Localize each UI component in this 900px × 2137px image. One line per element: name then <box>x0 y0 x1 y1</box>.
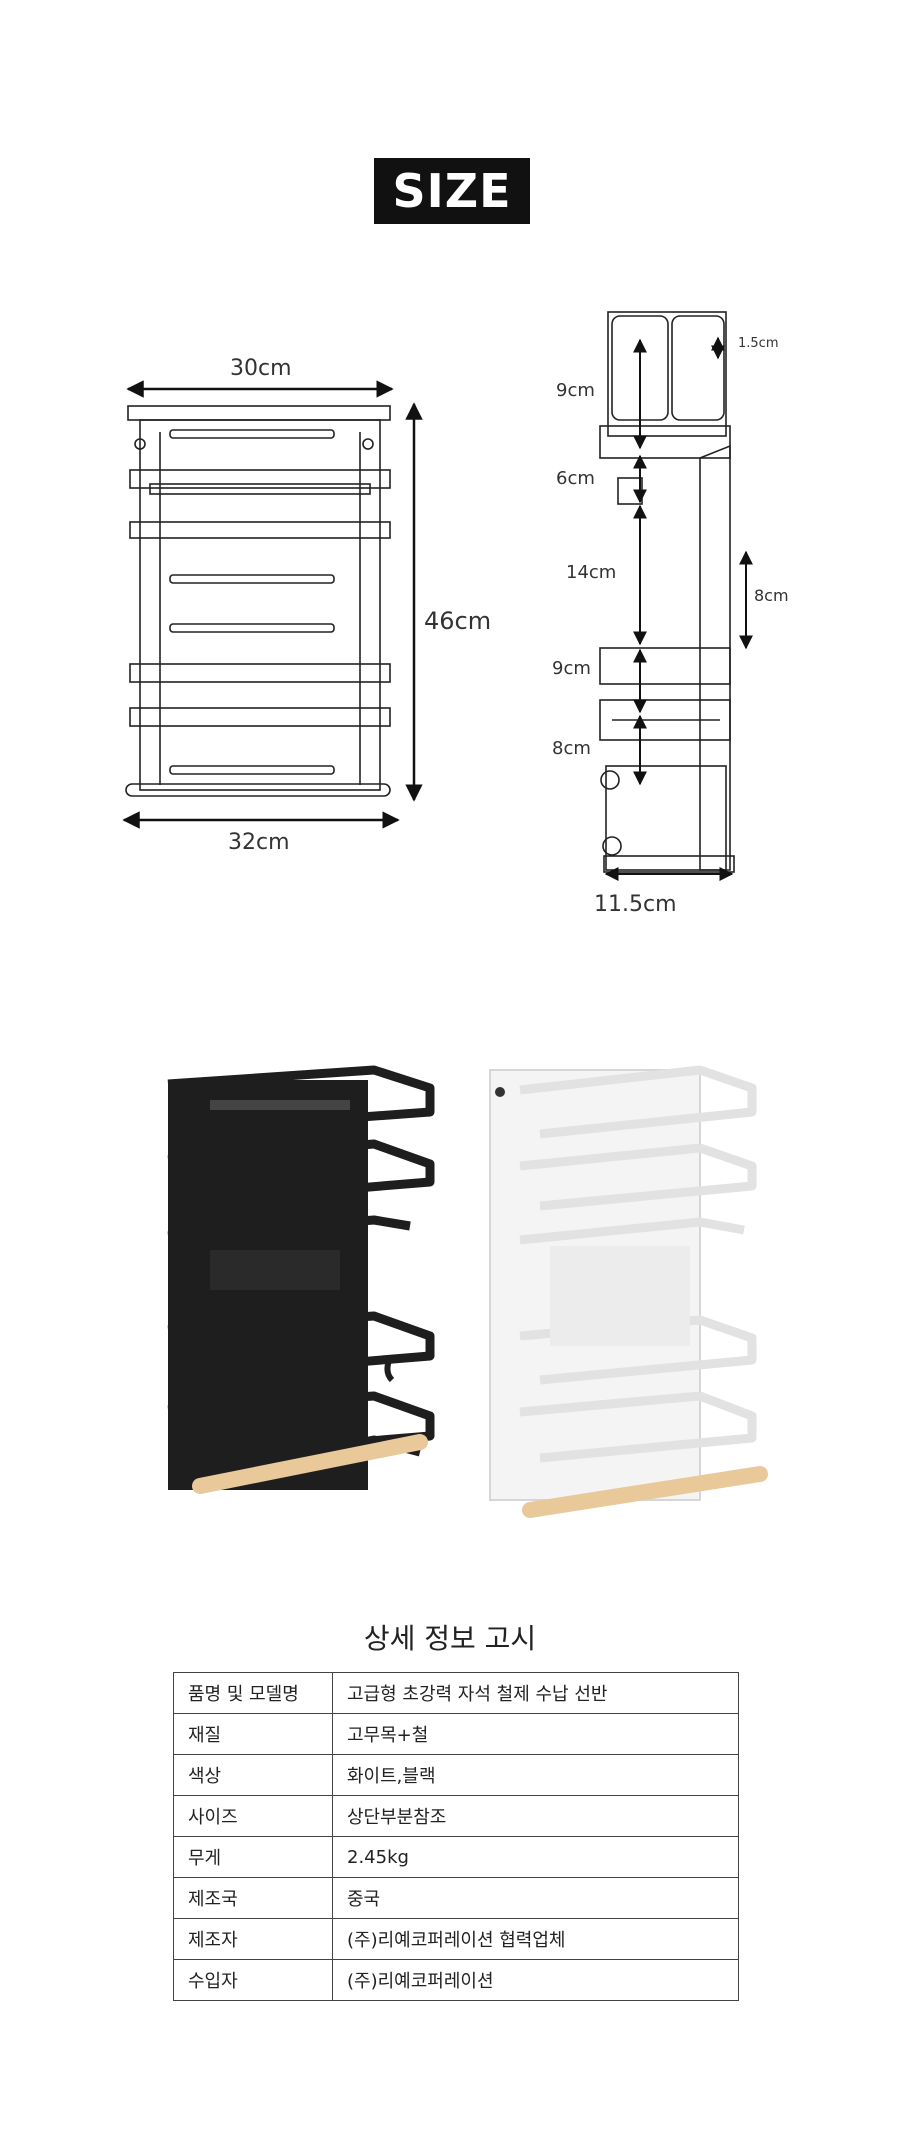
spec-value: 고무목+철 <box>332 1713 739 1755</box>
table-row: 무게 2.45kg <box>173 1836 739 1878</box>
spec-key: 품명 및 모델명 <box>173 1672 333 1714</box>
front-dimension-drawing <box>122 311 753 881</box>
spec-key: 색상 <box>173 1754 333 1796</box>
product-photos <box>167 1065 768 1518</box>
black-rack-image <box>167 1065 435 1494</box>
front-top-width-label: 30cm <box>230 356 292 381</box>
spec-key: 재질 <box>173 1713 333 1755</box>
spec-value: 중국 <box>332 1877 739 1919</box>
side-top-gap-label: 1.5cm <box>738 336 779 351</box>
table-row: 사이즈 상단부분참조 <box>173 1795 739 1837</box>
front-bottom-width-label: 32cm <box>228 830 290 855</box>
side-gap3-label: 14cm <box>566 562 617 583</box>
side-rack-outline <box>599 311 735 873</box>
spec-value: 2.45kg <box>332 1836 739 1878</box>
front-rack-outline <box>125 405 391 797</box>
table-row: 제조국 중국 <box>173 1877 739 1919</box>
table-row: 색상 화이트,블랙 <box>173 1754 739 1796</box>
side-gap4-label: 9cm <box>552 658 591 679</box>
side-gap2-label: 6cm <box>556 468 595 489</box>
front-height-label: 46cm <box>424 607 492 635</box>
white-rack-image <box>489 1065 768 1518</box>
spec-key: 제조자 <box>173 1918 333 1960</box>
spec-value: (주)리예코퍼레이션 협력업체 <box>332 1918 739 1960</box>
table-row: 재질 고무목+철 <box>173 1713 739 1755</box>
spec-value: 화이트,블랙 <box>332 1754 739 1796</box>
table-row: 수입자 (주)리예코퍼레이션 <box>173 1959 739 2001</box>
spec-table: 품명 및 모델명 고급형 초강력 자석 철제 수납 선반 재질 고무목+철 색상… <box>173 1672 739 2001</box>
spec-key: 무게 <box>173 1836 333 1878</box>
side-gap5-label: 8cm <box>552 738 591 759</box>
spec-value: 고급형 초강력 자석 철제 수납 선반 <box>332 1672 739 1714</box>
spec-key: 사이즈 <box>173 1795 333 1837</box>
side-panel-label: 8cm <box>754 586 789 605</box>
side-depth-label: 11.5cm <box>594 892 677 917</box>
spec-key: 제조국 <box>173 1877 333 1919</box>
spec-title: 상세 정보 고시 <box>363 1622 537 1655</box>
spec-value: (주)리예코퍼레이션 <box>332 1959 739 2001</box>
side-gap1-label: 9cm <box>556 380 595 401</box>
table-row: 품명 및 모델명 고급형 초강력 자석 철제 수납 선반 <box>173 1672 739 1714</box>
spec-value: 상단부분참조 <box>332 1795 739 1837</box>
table-row: 제조자 (주)리예코퍼레이션 협력업체 <box>173 1918 739 1960</box>
size-badge: SIZE <box>374 158 530 224</box>
spec-key: 수입자 <box>173 1959 333 2001</box>
